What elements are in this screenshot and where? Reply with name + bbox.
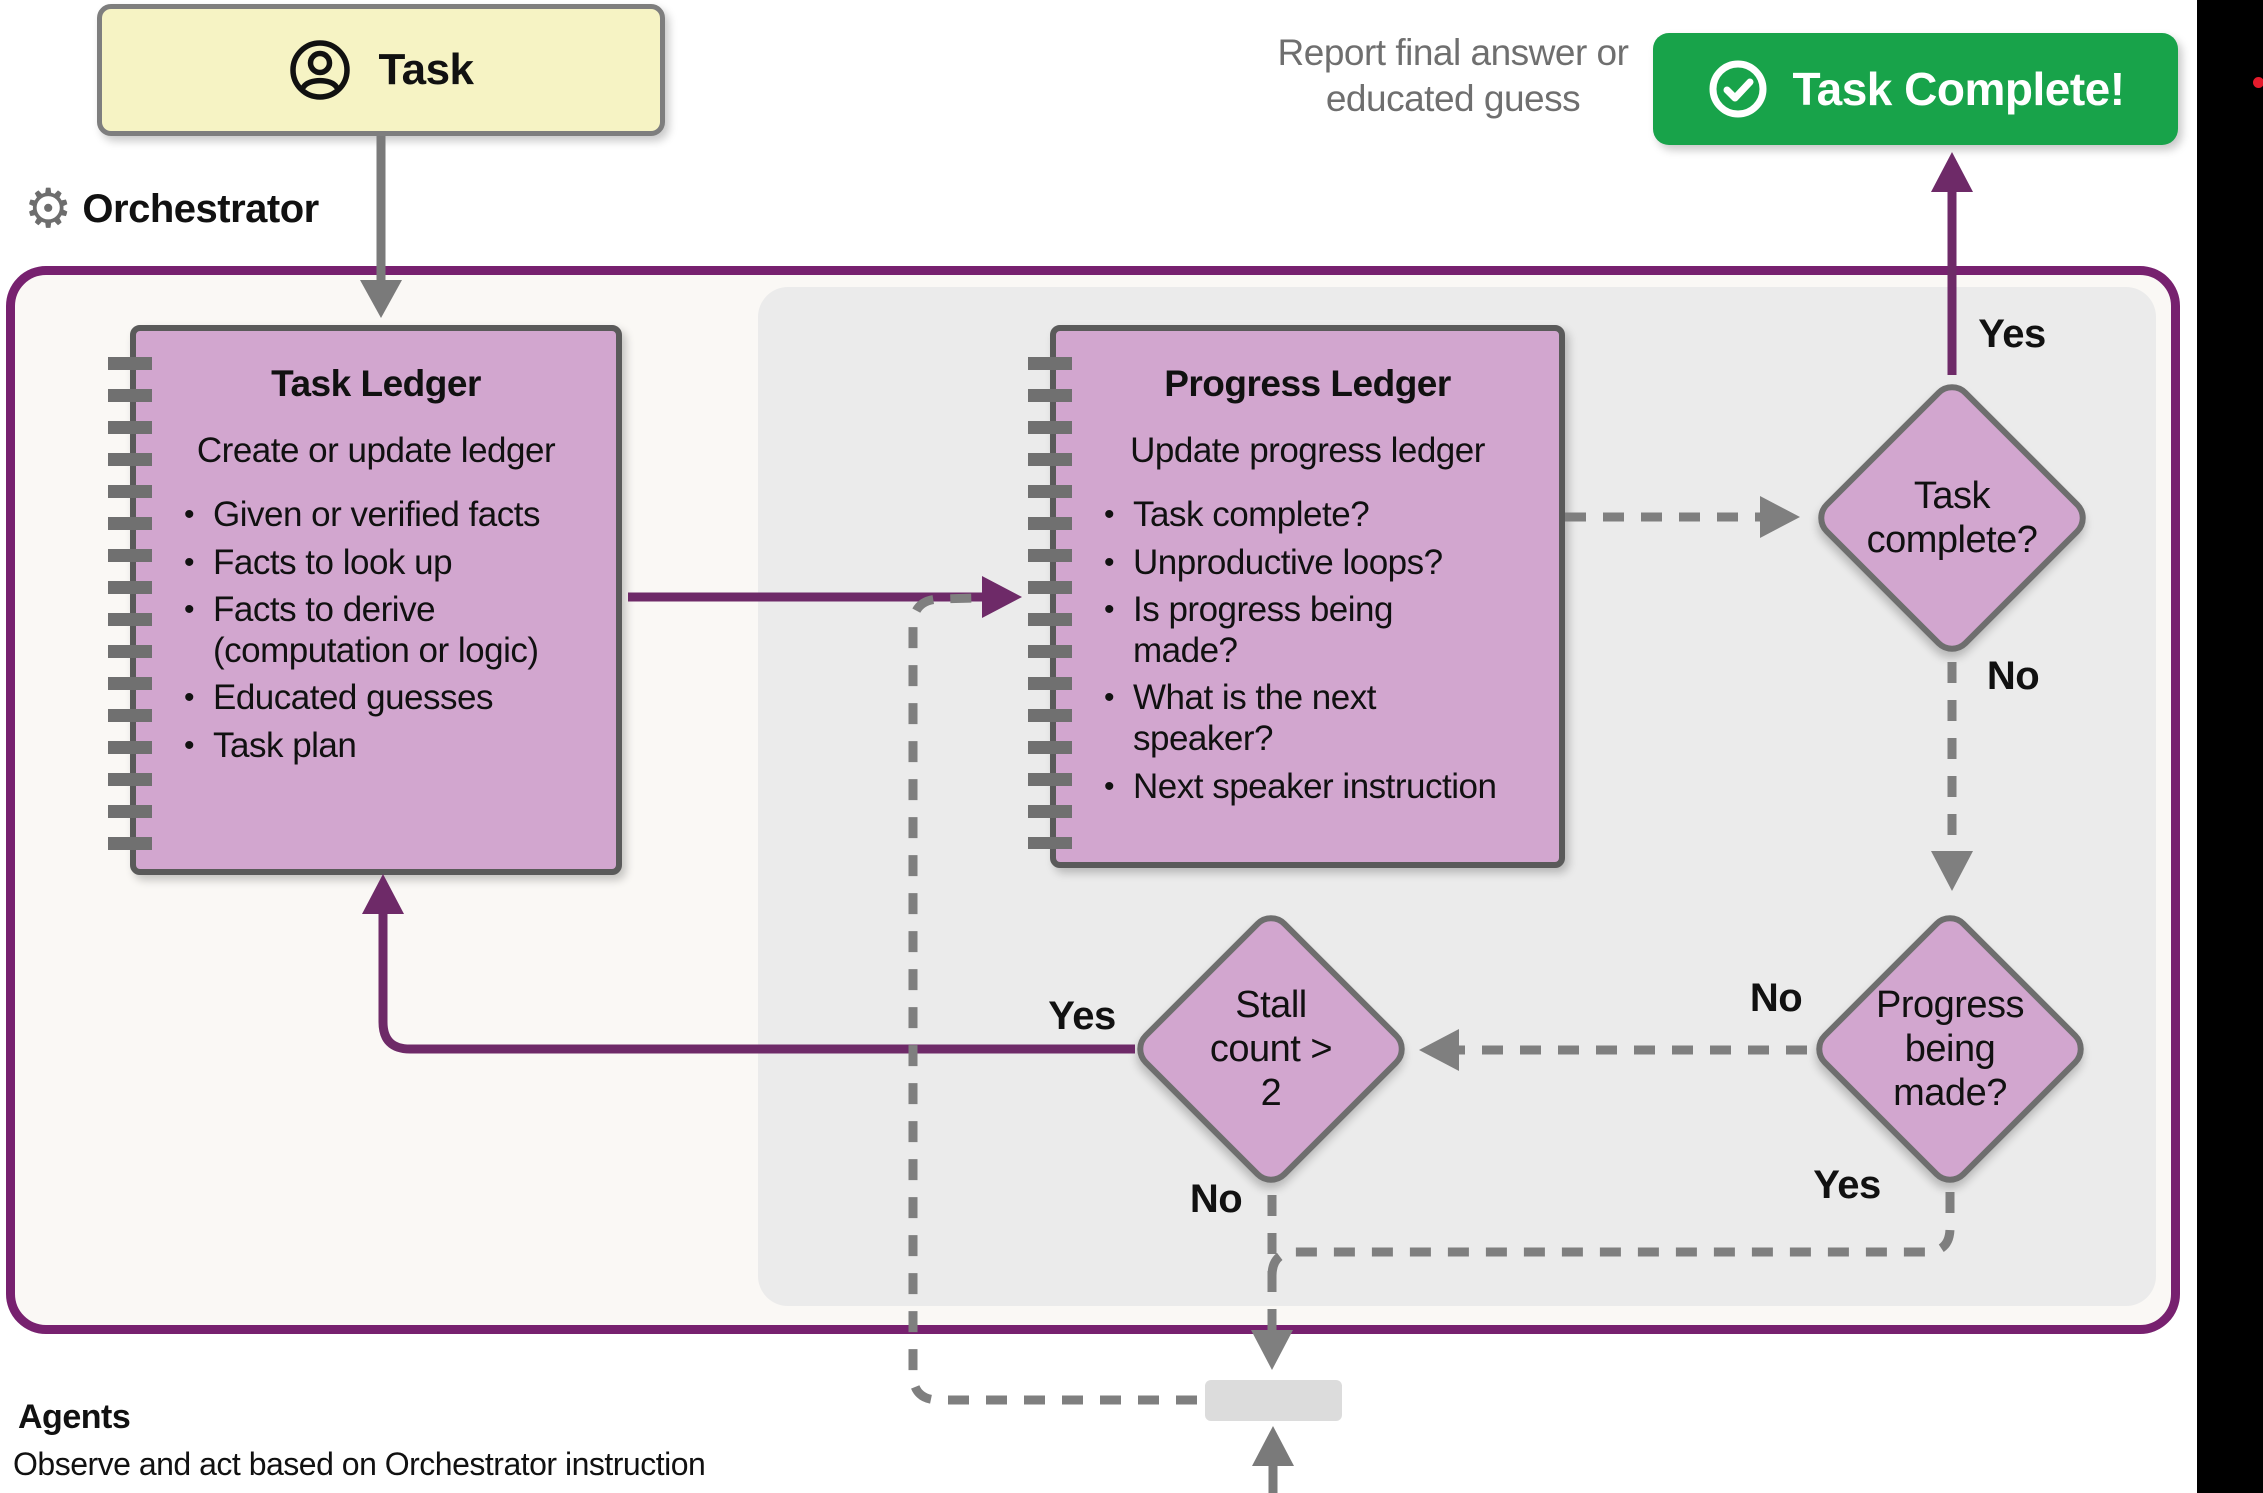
right-black-band: [2197, 0, 2263, 1493]
task-complete-decision-label: Task complete?: [1866, 474, 2038, 561]
edge-label-stall-yes: Yes: [1048, 994, 1116, 1038]
progress-being-made-decision-label: Progress being made?: [1875, 983, 2025, 1115]
progress-ledger-spiral-binding: [1028, 357, 1072, 849]
edge-label-task-complete-yes: Yes: [1978, 312, 2046, 356]
progress-ledger-title: Progress Ledger: [1164, 363, 1451, 404]
red-dot-marker: [2253, 77, 2263, 88]
bullet-item: •Task plan: [184, 725, 357, 765]
progress-ledger-bullet-list: •Task complete? •Unproductive loops? •Is p…: [1056, 495, 1559, 807]
task-ledger-subtitle: Create or update ledger: [196, 431, 556, 470]
task-complete-banner: Task Complete!: [1653, 33, 2178, 145]
task-ledger-spiral-binding: [108, 357, 152, 853]
agents-title: Agents: [18, 1398, 131, 1436]
gear-icon: ⚙: [24, 179, 73, 239]
task-node: Task: [97, 4, 665, 136]
agents-subtitle: Observe and act based on Orchestrator in…: [13, 1446, 706, 1482]
progress-ledger-subtitle: Update progress ledger: [1130, 431, 1485, 470]
orchestrator-heading: ⚙ Orchestrator: [24, 182, 319, 236]
agents-connector-bar: [1205, 1380, 1342, 1421]
bullet-item: •Educated guesses: [184, 678, 493, 718]
report-final-answer-note: Report final answer or educated guess: [1277, 32, 1629, 119]
bullet-item: •Facts to look up: [184, 542, 453, 582]
task-ledger-node: Task Ledger Create or update ledger •Giv…: [130, 325, 622, 875]
edge-label-stall-no: No: [1189, 1177, 1243, 1221]
edge-label-progress-yes: Yes: [1813, 1163, 1881, 1207]
person-icon: [288, 38, 352, 102]
bullet-item: •What is the next speaker?: [1104, 678, 1376, 758]
edge-label-progress-no: No: [1749, 976, 1803, 1020]
bullet-item: •Next speaker instruction: [1104, 766, 1497, 806]
bullet-item: •Is progress being made?: [1104, 590, 1393, 670]
task-complete-banner-label: Task Complete!: [1792, 63, 2125, 115]
stall-count-decision-label: Stall count > 2: [1209, 983, 1333, 1115]
progress-ledger-node: Progress Ledger Update progress ledger •…: [1050, 325, 1565, 868]
bullet-item: •Given or verified facts: [184, 495, 540, 534]
edge-label-task-complete-no: No: [1986, 654, 2040, 698]
orchestrator-heading-label: Orchestrator: [82, 186, 319, 231]
arrow-agents-report-up: [1252, 1426, 1294, 1493]
bullet-item: •Task complete?: [1104, 495, 1370, 534]
check-circle-icon: [1706, 57, 1770, 121]
bullet-item: •Unproductive loops?: [1104, 542, 1443, 582]
task-ledger-bullet-list: •Given or verified facts •Facts to look u…: [136, 495, 616, 767]
bullet-item: •Facts to derive (computation or logic): [184, 590, 539, 670]
task-node-label: Task: [378, 45, 474, 94]
task-ledger-title: Task Ledger: [271, 363, 481, 404]
